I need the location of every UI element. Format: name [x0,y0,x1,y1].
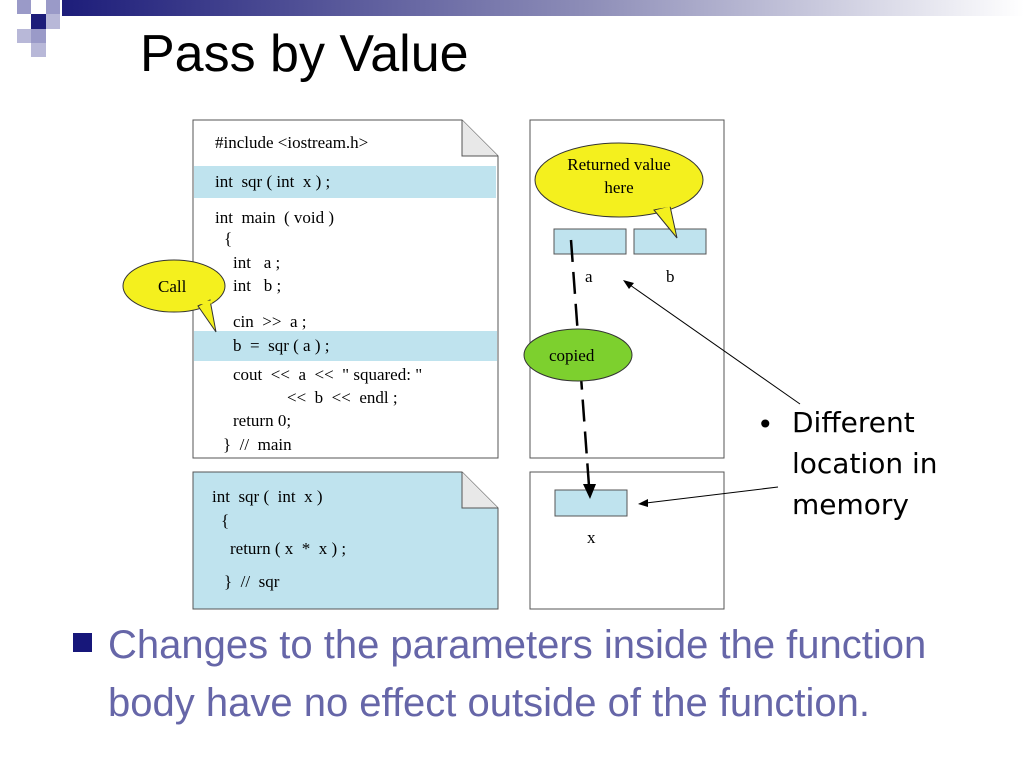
sqr-code-document [192,471,499,610]
bottom-bullet-marker [73,633,92,652]
highlight-prototype-line [194,166,496,198]
code-line: b = sqr ( a ) ; [233,336,330,355]
code-line: int main ( void ) [215,208,334,227]
code-line: return 0; [233,411,292,430]
code-line: int b ; [233,276,282,295]
memory-label-b: b [666,267,675,286]
arrow-to-x-head [638,499,648,507]
header-square [46,0,60,14]
copy-arrow-head [583,484,596,499]
header-square [46,14,60,29]
copied-callout-label: copied [549,346,595,365]
header-gradient-bar [62,0,1024,16]
header-square [17,29,31,43]
code-line: << b << endl ; [287,388,398,407]
code-line: #include <iostream.h> [215,133,369,152]
note-bullet: • [757,408,774,441]
call-callout [122,259,226,313]
main-code-document-fold [461,120,498,157]
returned-value-callout [534,142,704,218]
note-text: Different location in memory [792,406,938,521]
call-callout-label: Call [158,277,187,296]
highlight-call-line [194,331,497,361]
code-line: cin >> a ; [233,312,307,331]
arrow-to-a [629,284,801,405]
code-line: } // main [223,435,292,454]
header-decoration [17,0,1024,57]
code-line: } // sqr [224,572,280,591]
returned-value-label: here [604,178,634,197]
returned-value-label: Returned value [567,155,671,174]
copied-callout [523,328,633,382]
main-code-document [192,119,499,459]
arrow-to-x [645,486,779,504]
code-line: cout << a << " squared: " [233,365,423,384]
header-square [31,14,46,29]
memory-label-a: a [585,267,593,286]
arrow-to-a-head [623,280,634,289]
code-line: int sqr ( int x ) [212,487,323,506]
sqr-code-document-fold [461,472,498,509]
header-square [31,43,46,57]
memory-label-x: x [587,528,596,547]
code-line: int a ; [233,253,281,272]
copy-dashed-line [569,239,591,487]
code-line: { [224,229,233,248]
bottom-bullet-text: Changes to the parameters inside the fun… [108,623,927,725]
memory-cell-b [633,228,707,255]
code-line: int sqr ( int x ) ; [215,172,331,191]
slide-title: Pass by Value [140,25,469,83]
header-square [31,29,46,43]
code-line: return ( x * x ) ; [230,539,347,558]
memory-cell-a [553,228,627,255]
code-line: { [221,511,230,530]
header-square [17,0,31,14]
